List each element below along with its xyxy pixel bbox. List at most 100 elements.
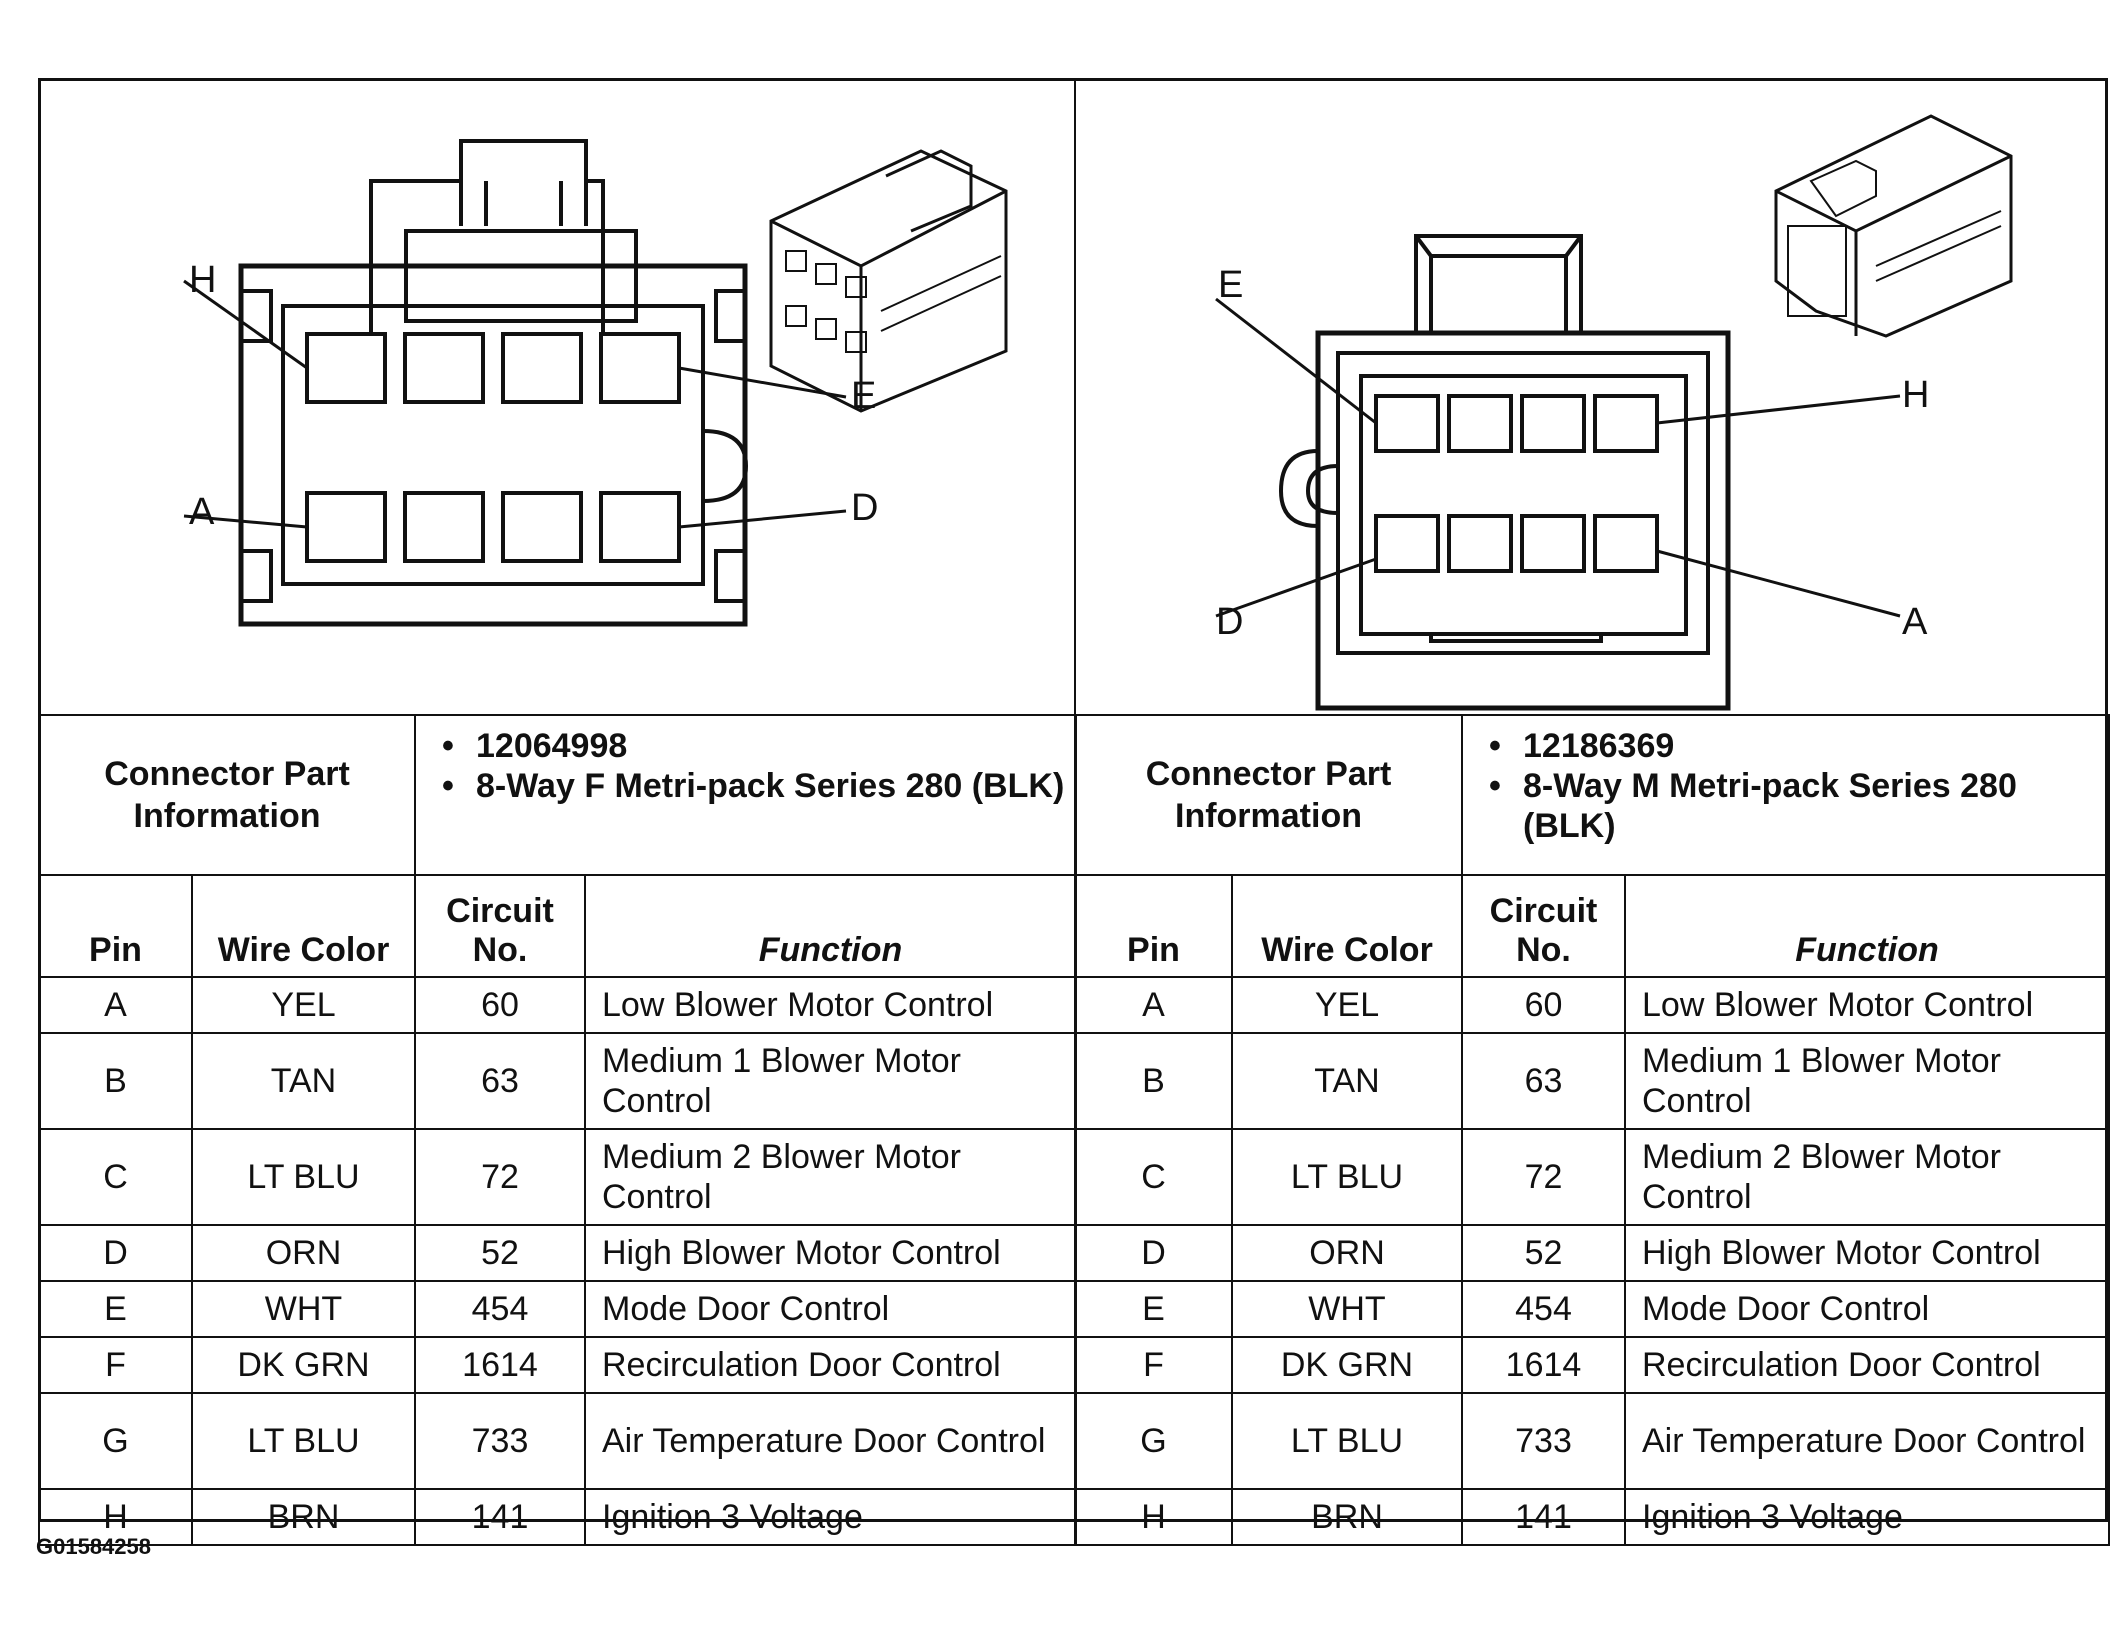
header-wire-color: Wire Color xyxy=(191,874,416,978)
circuit-cell: 60 xyxy=(1461,976,1626,1034)
pin-cell: E xyxy=(1074,1280,1233,1338)
function-cell: High Blower Motor Control xyxy=(1623,1224,2111,1282)
circuit-cell: 1614 xyxy=(1461,1336,1626,1394)
female-connector-table: Connector Part Information 12064998 8-Wa… xyxy=(38,714,1078,1546)
female-connector-face-drawing xyxy=(183,139,1008,627)
wire-color-cell: LT BLU xyxy=(191,1392,416,1490)
connector-series: 8-Way M Metri-pack Series 280 (BLK) xyxy=(1489,766,2102,846)
pin-label-a: A xyxy=(189,491,215,533)
pin-label-d: D xyxy=(1216,601,1244,643)
circuit-cell: 1614 xyxy=(414,1336,586,1394)
wire-color-cell: ORN xyxy=(1231,1224,1463,1282)
circuit-cell: 52 xyxy=(414,1224,586,1282)
wire-color-cell: LT BLU xyxy=(191,1128,416,1226)
function-cell: Ignition 3 Voltage xyxy=(583,1488,1078,1546)
circuit-cell: 52 xyxy=(1461,1224,1626,1282)
pin-cell: B xyxy=(1074,1032,1233,1130)
pin-cell: G xyxy=(1074,1392,1233,1490)
connector-info-title: Connector Part Information xyxy=(1074,714,1463,876)
wire-color-cell: BRN xyxy=(1231,1488,1463,1546)
wire-color-cell: LT BLU xyxy=(1231,1392,1463,1490)
figure-id: G01584258 xyxy=(36,1534,151,1559)
pin-cell: A xyxy=(1074,976,1233,1034)
wire-color-cell: WHT xyxy=(191,1280,416,1338)
circuit-cell: 141 xyxy=(414,1488,586,1546)
pin-cell: D xyxy=(38,1224,193,1282)
circuit-cell: 60 xyxy=(414,976,586,1034)
connector-info-list: 12064998 8-Way F Metri-pack Series 280 (… xyxy=(413,714,1078,876)
circuit-cell: 72 xyxy=(414,1128,586,1226)
male-connector-table: Connector Part Information 12186369 8-Wa… xyxy=(1074,714,2111,1546)
function-cell: Recirculation Door Control xyxy=(583,1336,1078,1394)
wire-color-cell: DK GRN xyxy=(1231,1336,1463,1394)
circuit-cell: 733 xyxy=(1461,1392,1626,1490)
connector-series: 8-Way F Metri-pack Series 280 (BLK) xyxy=(442,766,1069,806)
female-connector-diagram: H E A D xyxy=(41,81,1074,714)
function-cell: High Blower Motor Control xyxy=(583,1224,1078,1282)
pin-cell: E xyxy=(38,1280,193,1338)
part-number: 12064998 xyxy=(442,726,1069,766)
header-circuit: Circuit No. xyxy=(414,874,586,978)
pin-label-a: A xyxy=(1902,601,1928,643)
circuit-cell: 141 xyxy=(1461,1488,1626,1546)
function-cell: Air Temperature Door Control xyxy=(1623,1392,2111,1490)
pin-cell: C xyxy=(38,1128,193,1226)
function-cell: Medium 2 Blower Motor Control xyxy=(1623,1128,2111,1226)
pin-cell: B xyxy=(38,1032,193,1130)
function-cell: Mode Door Control xyxy=(583,1280,1078,1338)
pin-cell: C xyxy=(1074,1128,1233,1226)
function-cell: Low Blower Motor Control xyxy=(583,976,1078,1034)
pin-cell: H xyxy=(1074,1488,1233,1546)
circuit-cell: 72 xyxy=(1461,1128,1626,1226)
male-connector-diagram: E H D A xyxy=(1074,81,2110,714)
pin-label-d: D xyxy=(851,487,879,529)
header-pin: Pin xyxy=(38,874,193,978)
connector-info-title: Connector Part Information xyxy=(38,714,416,876)
header-pin: Pin xyxy=(1074,874,1233,978)
connector-info-list: 12186369 8-Way M Metri-pack Series 280 (… xyxy=(1460,714,2111,876)
wire-color-cell: LT BLU xyxy=(1231,1128,1463,1226)
wire-color-cell: ORN xyxy=(191,1224,416,1282)
header-function: Function xyxy=(1623,874,2111,978)
wire-color-cell: WHT xyxy=(1231,1280,1463,1338)
pin-cell: D xyxy=(1074,1224,1233,1282)
circuit-cell: 733 xyxy=(414,1392,586,1490)
pin-cell: G xyxy=(38,1392,193,1490)
header-function: Function xyxy=(583,874,1078,978)
function-cell: Medium 1 Blower Motor Control xyxy=(583,1032,1078,1130)
function-cell: Recirculation Door Control xyxy=(1623,1336,2111,1394)
circuit-cell: 63 xyxy=(1461,1032,1626,1130)
function-cell: Medium 1 Blower Motor Control xyxy=(1623,1032,2111,1130)
header-circuit: Circuit No. xyxy=(1461,874,1626,978)
circuit-cell: 454 xyxy=(414,1280,586,1338)
wire-color-cell: TAN xyxy=(191,1032,416,1130)
function-cell: Mode Door Control xyxy=(1623,1280,2111,1338)
part-number: 12186369 xyxy=(1489,726,2102,766)
wire-color-cell: DK GRN xyxy=(191,1336,416,1394)
male-connector-face-drawing xyxy=(1215,114,2013,711)
function-cell: Air Temperature Door Control xyxy=(583,1392,1078,1490)
function-cell: Ignition 3 Voltage xyxy=(1623,1488,2111,1546)
function-cell: Low Blower Motor Control xyxy=(1623,976,2111,1034)
pin-cell: H xyxy=(38,1488,193,1546)
pin-cell: F xyxy=(38,1336,193,1394)
wire-color-cell: BRN xyxy=(191,1488,416,1546)
pin-label-e: E xyxy=(851,375,877,417)
pin-cell: F xyxy=(1074,1336,1233,1394)
